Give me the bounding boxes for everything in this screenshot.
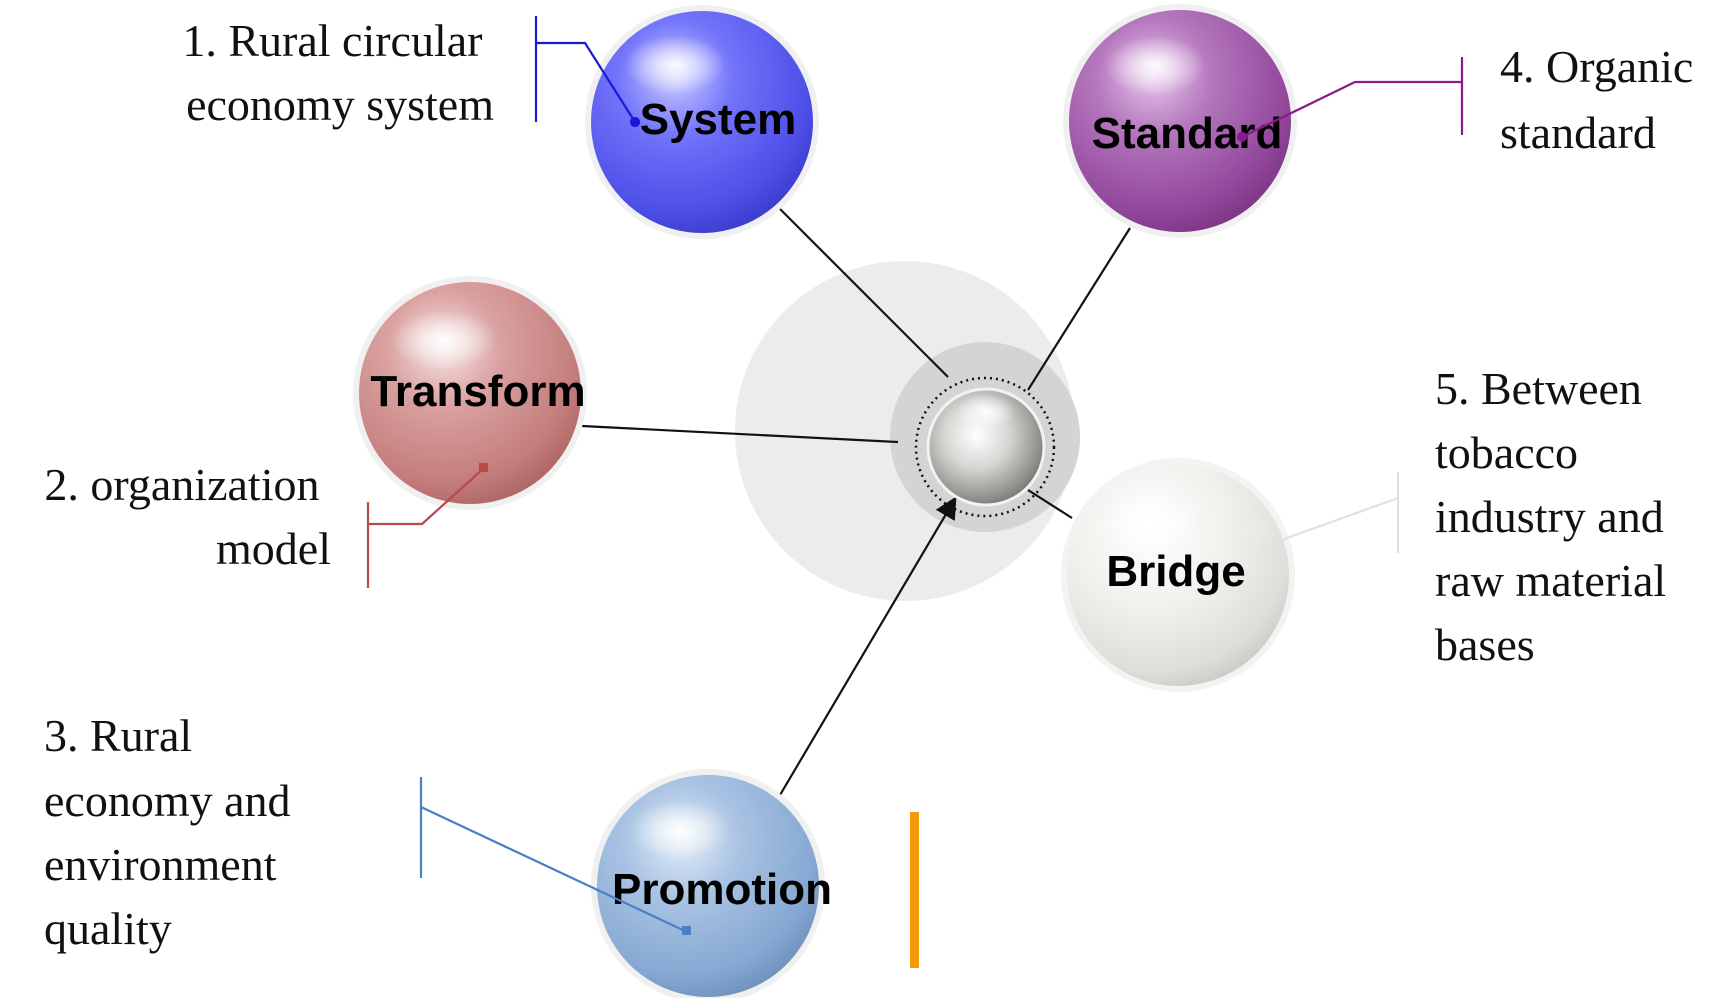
caption-bridge-line: bases <box>1435 619 1535 670</box>
caption-promotion: 3. Rural economy and environment quality <box>44 710 302 954</box>
hub-dotted-ring <box>914 376 1056 518</box>
caption-standard-line: 4. Organic <box>1500 41 1693 92</box>
node-transform: Transform <box>353 276 587 510</box>
callout-system <box>534 16 641 128</box>
caption-transform: 2. organization model <box>44 459 331 574</box>
caption-promotion-line: quality <box>44 903 172 954</box>
caption-transform-line: model <box>216 523 331 574</box>
connector-transform <box>581 424 899 444</box>
callout-bridge <box>1275 472 1400 553</box>
caption-bridge-line: tobacco <box>1435 427 1578 478</box>
callout-standard <box>1236 57 1464 143</box>
callout-transform <box>366 463 488 588</box>
node-system-label: System <box>640 95 797 144</box>
callout-promotion <box>419 777 691 935</box>
caption-bridge-line: 5. Between <box>1435 363 1642 414</box>
caption-bridge-line: industry and <box>1435 491 1664 542</box>
caption-transform-line: 2. organization <box>44 459 319 510</box>
node-standard: Standard <box>1063 4 1297 238</box>
connector-system <box>777 206 949 378</box>
connector-bridge <box>1027 489 1073 519</box>
node-bridge-label: Bridge <box>1106 547 1245 596</box>
node-promotion: Promotion <box>591 769 832 998</box>
caption-promotion-line: environment <box>44 839 277 890</box>
node-bridge: Bridge <box>1061 458 1295 692</box>
node-transform-label: Transform <box>370 367 585 416</box>
caption-system: 1. Rural circular economy system <box>182 15 494 130</box>
accent-bar <box>910 812 919 968</box>
caption-bridge: 5. Between tobacco industry and raw mate… <box>1435 363 1678 670</box>
node-standard-label: Standard <box>1092 109 1283 158</box>
hub-sphere-gloss <box>955 394 1015 430</box>
connector-promotion <box>779 496 957 796</box>
caption-standard-line: standard <box>1500 107 1656 158</box>
caption-bridge-line: raw material <box>1435 555 1666 606</box>
connector-standard <box>1027 227 1131 391</box>
caption-system-line: 1. Rural circular <box>182 15 482 66</box>
node-system: System <box>585 5 819 239</box>
node-promotion-label: Promotion <box>612 865 832 914</box>
caption-promotion-line: 3. Rural <box>44 710 192 761</box>
caption-standard: 4. Organic standard <box>1500 41 1705 158</box>
caption-system-line: economy system <box>186 79 494 130</box>
caption-promotion-line: economy and <box>44 775 291 826</box>
